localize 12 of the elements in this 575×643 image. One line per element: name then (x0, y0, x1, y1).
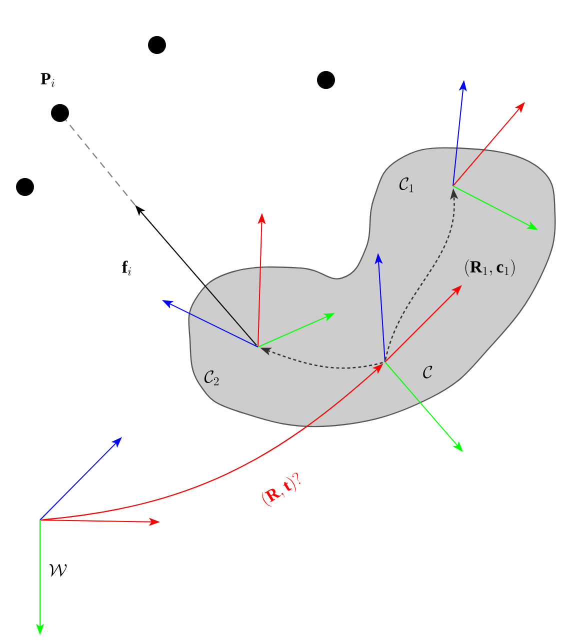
edge-label: $\mathbf{f}_i$ (122, 260, 131, 276)
frame-label: $\mathcal{C}$ (423, 366, 432, 378)
frame-label: $\mathcal{C}_2$ (204, 370, 219, 386)
dot (148, 36, 166, 54)
frame-label: $\mathcal{W}$ (49, 564, 67, 577)
dot (51, 104, 69, 122)
dot (317, 71, 335, 89)
point-label: $\mathbf{P}_i$ (40, 73, 54, 87)
edge-label: $(\mathbf{R}_1,\mathbf{c}_1)$ (465, 259, 515, 277)
dot (16, 178, 34, 196)
edge-label: $(\mathbf{R},\mathbf{t})?$ (262, 472, 300, 507)
frame-label: $\mathcal{C}_1$ (399, 177, 414, 192)
